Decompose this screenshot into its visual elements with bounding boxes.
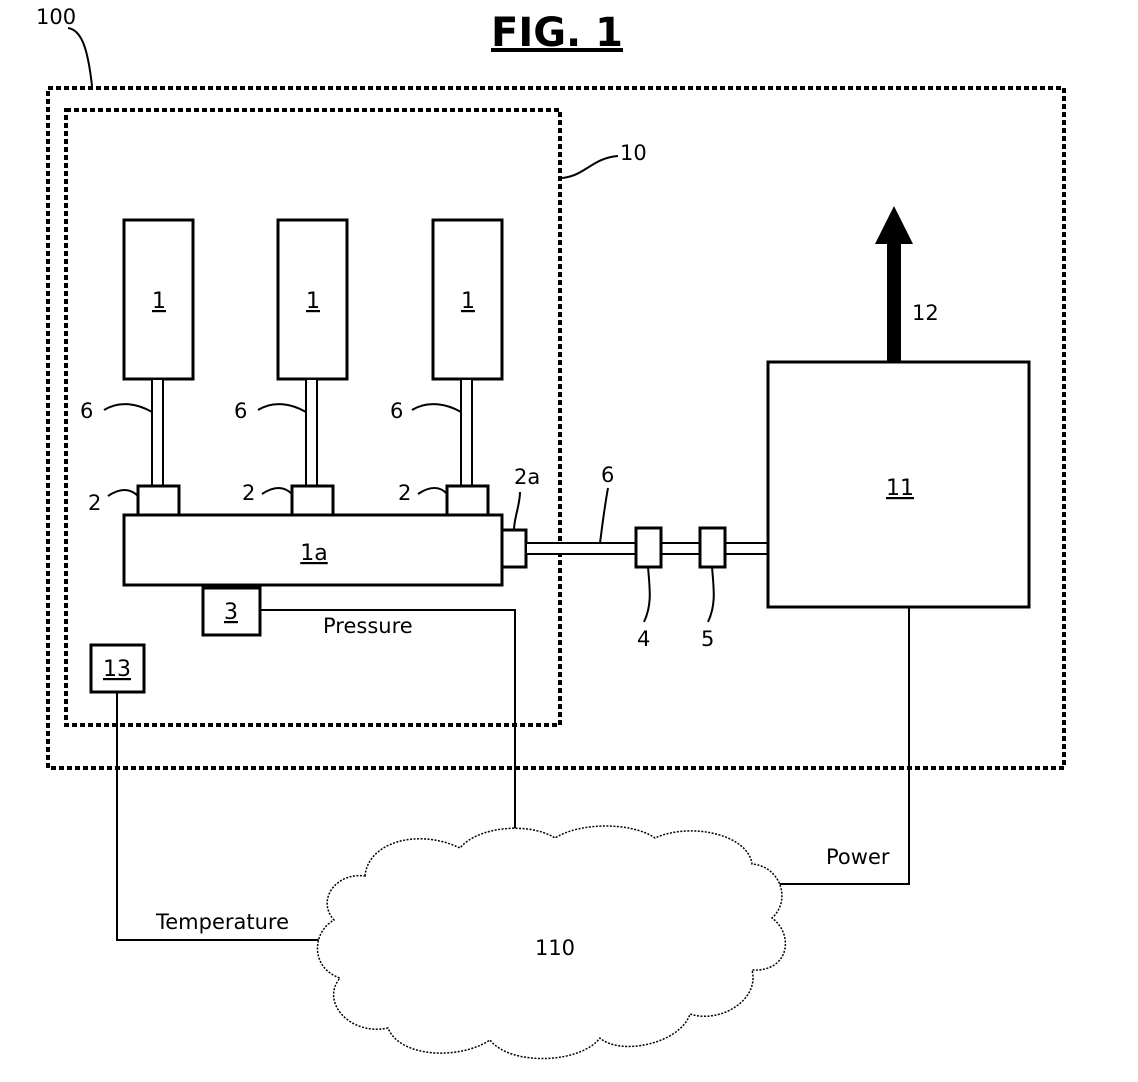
- enclosure-ref-label: 10: [620, 141, 647, 165]
- manifold-label: 1a: [300, 541, 327, 566]
- temperature-sensor-label: 13: [103, 657, 131, 682]
- valve-2-ref-label: 2: [242, 481, 255, 505]
- system-leader-line: [68, 28, 92, 86]
- svg-text:1: 1: [152, 289, 166, 314]
- power-signal-line: [775, 607, 909, 884]
- pressure-sensor-label: 3: [224, 600, 238, 625]
- valve-3-ref-label: 2: [398, 481, 411, 505]
- outlet-valve: [502, 530, 526, 567]
- pressure-signal-line: [260, 610, 515, 845]
- component-4: [636, 528, 661, 567]
- figure-title: FIG. 1: [491, 10, 623, 56]
- component-5: [700, 528, 725, 567]
- svg-text:1: 1: [461, 289, 475, 314]
- output-arrow-shaft: [887, 240, 901, 362]
- cylinder-2: 1: [278, 220, 347, 379]
- component-5-leader: [708, 567, 714, 622]
- pipe-3-leader: [412, 404, 461, 412]
- pipe-3: [461, 379, 472, 486]
- temperature-signal-label: Temperature: [155, 910, 289, 934]
- output-arrow-head: [875, 206, 913, 244]
- valve-2-leader: [262, 488, 292, 494]
- component-4-leader: [644, 567, 650, 622]
- svg-text:1: 1: [306, 289, 320, 314]
- valve-2: [292, 486, 333, 515]
- enclosure-leader-line: [562, 156, 618, 178]
- valve-3-leader: [418, 488, 447, 494]
- pipe-1-ref-label: 6: [80, 399, 93, 423]
- cloud-ref-label: 110: [535, 936, 575, 960]
- output-ref-label: 12: [912, 301, 939, 325]
- power-signal-label: Power: [826, 845, 890, 869]
- pipe-2-leader: [258, 404, 306, 412]
- main-pipe-leader: [600, 488, 608, 543]
- main-pipe-ref-label: 6: [601, 463, 614, 487]
- cylinder-1: 1: [124, 220, 193, 379]
- pipe-1: [152, 379, 163, 486]
- pipe-1-leader: [104, 404, 152, 412]
- valve-3: [447, 486, 488, 515]
- temperature-signal-line: [117, 692, 330, 940]
- pipe-2: [306, 379, 317, 486]
- pipe-3-ref-label: 6: [390, 399, 403, 423]
- outlet-valve-leader: [514, 492, 520, 530]
- system-ref-label: 100: [36, 5, 76, 29]
- valve-1-leader: [108, 490, 138, 496]
- cylinder-3: 1: [433, 220, 502, 379]
- component-4-ref-label: 4: [637, 627, 650, 651]
- valve-1-ref-label: 2: [88, 491, 101, 515]
- unit-11-label: 11: [886, 476, 914, 501]
- outlet-valve-ref-label: 2a: [514, 465, 540, 489]
- valve-1: [138, 486, 179, 515]
- component-5-ref-label: 5: [701, 627, 714, 651]
- pipe-2-ref-label: 6: [234, 399, 247, 423]
- pressure-signal-label: Pressure: [323, 614, 413, 638]
